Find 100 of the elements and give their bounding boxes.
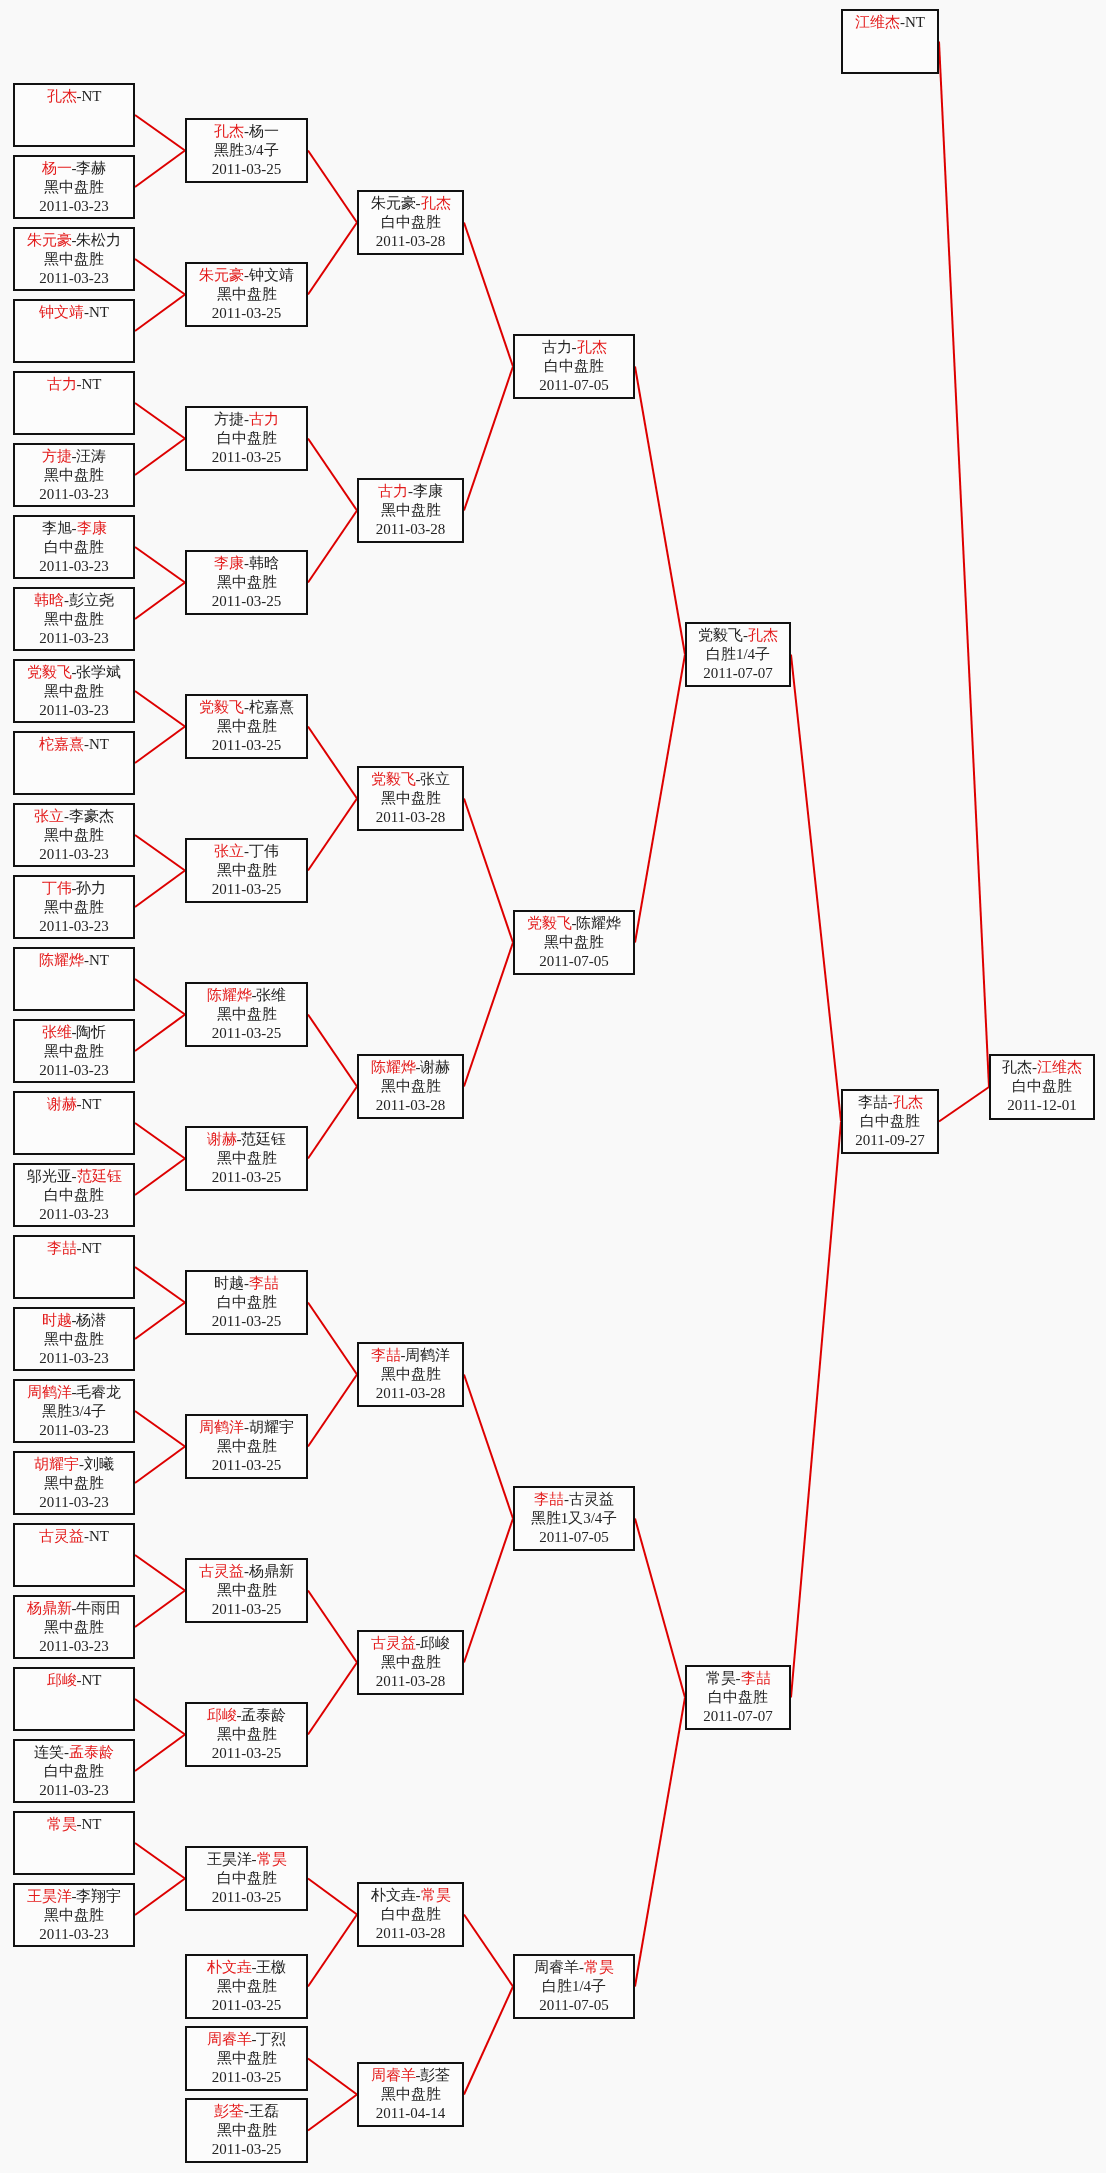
match-box [185, 1846, 308, 1911]
match-date: 2011-07-05 [539, 376, 609, 395]
match-players: 周睿羊-丁烈 [206, 2030, 287, 2049]
match-box [185, 1270, 308, 1335]
match-players: 李喆-孔杰 [857, 1093, 923, 1112]
match-date: 2011-04-14 [375, 2104, 446, 2123]
match-box [13, 1091, 135, 1155]
match-date: 2011-03-23 [39, 1637, 109, 1656]
match-date: 2011-03-25 [211, 2140, 282, 2159]
match-box [13, 1235, 135, 1299]
match-result: 黑中盘胜 [44, 1906, 104, 1925]
match-box [185, 2026, 308, 2091]
match-box [13, 1739, 135, 1803]
match-result: 白中盘胜 [216, 1869, 277, 1888]
match-box [13, 1451, 135, 1515]
match-box [357, 190, 464, 255]
match-box [357, 1054, 464, 1119]
match-players: 时越-杨潜 [41, 1311, 107, 1330]
match-players: 党毅飞-柁嘉熹 [199, 698, 294, 717]
match-date: 2011-03-28 [375, 1096, 446, 1115]
match-date: 2011-03-25 [211, 880, 282, 899]
match-box [13, 1019, 135, 1083]
match-result: 黑中盘胜 [44, 178, 104, 197]
match-players: 丁伟-孙力 [41, 879, 107, 898]
match-result: 黑中盘胜 [44, 466, 104, 485]
match-result: 黑中盘胜 [216, 1149, 277, 1168]
match-box [185, 1702, 308, 1767]
match-players: 杨鼎新-牛雨田 [26, 1599, 122, 1618]
match-result: 黑中盘胜 [44, 898, 104, 917]
match-date: 2011-03-25 [211, 448, 282, 467]
match-result: 白中盘胜 [44, 538, 104, 557]
match-result: 黑中盘胜 [216, 1581, 277, 1600]
match-box [357, 1882, 464, 1947]
bracket-line [307, 2057, 358, 2096]
match-box [357, 478, 464, 543]
match-players: 李喆-古灵益 [534, 1490, 614, 1509]
match-result: 黑中盘胜 [380, 1653, 441, 1672]
match-box [185, 694, 308, 759]
match-players: 杨一-李赫 [41, 159, 107, 178]
bracket-line [134, 1554, 186, 1592]
match-box [13, 371, 135, 435]
match-result: 白中盘胜 [380, 1905, 441, 1924]
bracket-line [134, 1445, 186, 1484]
bracket-line [134, 834, 186, 872]
match-date: 2011-03-23 [39, 1781, 109, 1800]
match-box [13, 803, 135, 867]
match-result: 白胜1/4子 [541, 1977, 607, 1996]
match-players: 张维-陶忻 [41, 1023, 107, 1042]
match-box [685, 622, 791, 687]
bracket-line [134, 1410, 186, 1448]
match-date: 2011-03-25 [211, 1168, 282, 1187]
match-box [13, 515, 135, 579]
match-date: 2011-03-23 [39, 197, 109, 216]
match-players: 朴文垚-常昊 [370, 1886, 451, 1905]
match-result: 黑中盘胜 [216, 573, 277, 592]
match-players: 陈耀烨-NT [39, 951, 109, 970]
match-result: 黑中盘胜 [216, 717, 277, 736]
match-date: 2011-07-07 [703, 1707, 773, 1726]
match-result: 黑中盘胜 [44, 826, 104, 845]
match-players: 张立-丁伟 [214, 842, 279, 861]
match-players: 连笑-孟泰龄 [34, 1743, 114, 1762]
match-date: 2011-03-23 [39, 1061, 109, 1080]
match-box [185, 1954, 308, 2019]
match-result: 黑中盘胜 [216, 1437, 277, 1456]
match-result: 黑中盘胜 [44, 610, 104, 629]
match-result: 黑中盘胜 [380, 789, 441, 808]
match-box [513, 1486, 635, 1551]
match-box [13, 299, 135, 363]
bracket-line [134, 1589, 186, 1628]
match-result: 黑中盘胜 [44, 1618, 104, 1637]
match-result: 黑中盘胜 [216, 2049, 277, 2068]
match-box [357, 766, 464, 831]
match-box [841, 1089, 939, 1154]
bracket-line [307, 1373, 358, 1448]
match-date: 2011-03-25 [211, 1024, 282, 1043]
match-result: 黑中盘胜 [216, 1725, 277, 1744]
match-box [13, 731, 135, 795]
match-date: 2011-03-25 [211, 2068, 282, 2087]
match-players: 古灵益-杨鼎新 [199, 1562, 294, 1581]
match-players: 古灵益-NT [39, 1527, 109, 1546]
match-players: 李康-韩晗 [214, 554, 279, 573]
match-date: 2011-03-25 [211, 1312, 282, 1331]
match-box [13, 1883, 135, 1947]
match-box [13, 1667, 135, 1731]
match-date: 2011-03-25 [211, 592, 282, 611]
match-result: 黑中盘胜 [44, 682, 104, 701]
match-result: 黑中盘胜 [216, 1977, 277, 1996]
match-date: 2011-03-28 [375, 1384, 446, 1403]
match-players: 周鹤洋-胡耀宇 [199, 1418, 294, 1437]
match-result: 黑中盘胜 [216, 2121, 277, 2140]
match-players: 孔杰-NT [46, 87, 102, 106]
match-result: 黑中盘胜 [44, 1042, 104, 1061]
match-date: 2011-03-23 [39, 845, 109, 864]
match-date: 2011-03-28 [375, 232, 446, 251]
match-date: 2011-03-28 [375, 520, 446, 539]
bracket-line [307, 1085, 358, 1160]
match-date: 2011-03-25 [211, 160, 282, 179]
match-date: 2011-03-23 [39, 629, 109, 648]
bracket-line [938, 1086, 990, 1123]
match-players: 江维杰-NT [855, 13, 925, 32]
